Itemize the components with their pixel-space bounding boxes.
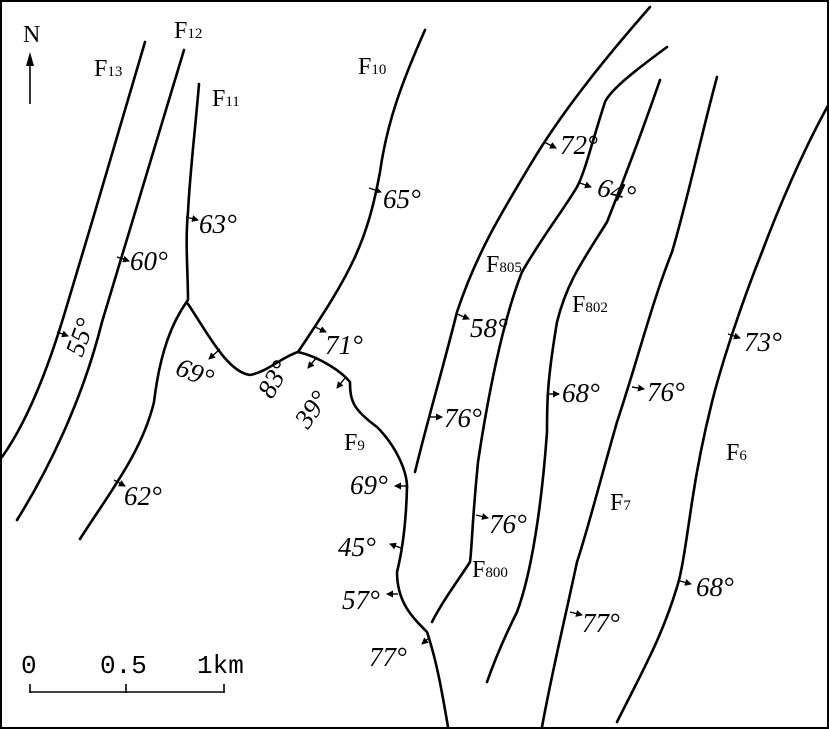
fault-label-f7: F7 bbox=[610, 490, 631, 516]
north-arrow-icon bbox=[26, 52, 34, 66]
fault-label-f800: F800 bbox=[472, 557, 508, 583]
dip-arrow-62 bbox=[113, 479, 126, 487]
dip-arrow-64 bbox=[579, 181, 592, 189]
dip-label-57: 57° bbox=[342, 585, 380, 615]
fault-label-f10: F10 bbox=[358, 54, 386, 80]
dip-label-73: 73° bbox=[744, 327, 782, 357]
dip-label-58: 58° bbox=[470, 313, 508, 343]
dip-arrow-77-bottom bbox=[421, 636, 431, 645]
dip-label-76-f7: 76° bbox=[647, 377, 685, 407]
dip-arrow-83 bbox=[307, 356, 318, 369]
scale-label-half: 0.5 bbox=[100, 651, 147, 681]
dip-arrow-73 bbox=[727, 332, 741, 340]
dip-arrow-72 bbox=[543, 141, 557, 149]
fault-label-f9: F9 bbox=[344, 430, 365, 456]
fault-label-f11: F11 bbox=[212, 86, 240, 112]
dip-arrow-39 bbox=[336, 377, 346, 389]
fault-line-f805 bbox=[413, 5, 652, 474]
fault-line-f10 bbox=[296, 28, 427, 354]
dip-label-76-left: 76° bbox=[444, 403, 482, 433]
dip-arrow-65 bbox=[368, 186, 382, 194]
dip-arrow-55 bbox=[56, 330, 69, 338]
dip-label-77-bottom: 77° bbox=[369, 642, 407, 672]
dip-label-64: 64° bbox=[594, 172, 638, 211]
dip-arrow-45 bbox=[389, 542, 402, 550]
dip-arrow-60 bbox=[116, 255, 130, 263]
dip-label-63: 63° bbox=[199, 209, 237, 239]
dip-label-60: 60° bbox=[130, 246, 168, 276]
fault-line-f800 bbox=[485, 78, 662, 684]
dip-label-45: 45° bbox=[338, 532, 376, 562]
dip-label-71: 71° bbox=[325, 330, 363, 360]
fault-line-f9 bbox=[395, 485, 450, 727]
scale-label-0: 0 bbox=[21, 651, 37, 681]
fault-label-f6: F6 bbox=[726, 440, 747, 466]
dip-arrow-71 bbox=[314, 326, 327, 333]
dip-arrow-63 bbox=[185, 215, 199, 222]
north-arrow: N bbox=[23, 22, 40, 104]
fault-label-f805: F805 bbox=[486, 252, 522, 278]
dip-label-39: 39° bbox=[288, 385, 335, 434]
dip-label-72: 72° bbox=[560, 130, 598, 160]
fault-line-f802 bbox=[430, 45, 669, 624]
fault-line-f12 bbox=[15, 48, 186, 522]
dip-arrow-76-f802 bbox=[475, 513, 489, 520]
north-label: N bbox=[23, 22, 40, 48]
dip-label-65: 65° bbox=[383, 184, 421, 214]
fault-label-f13: F13 bbox=[94, 56, 122, 82]
scale-bar: 0 0.5 1km bbox=[21, 651, 244, 693]
dip-label-69-left: 69° bbox=[172, 352, 218, 394]
dip-label-76-f802: 76° bbox=[489, 509, 527, 539]
fault-line-f6 bbox=[615, 104, 827, 724]
scale-label-1km: 1km bbox=[197, 651, 244, 681]
dip-label-83: 83° bbox=[251, 355, 296, 403]
dip-arrow-77-f7 bbox=[569, 610, 583, 617]
dip-arrow-69-left bbox=[208, 348, 221, 360]
dip-label-69-mid: 69° bbox=[350, 470, 388, 500]
dip-label-77-f7: 77° bbox=[582, 608, 620, 638]
dip-arrow-58 bbox=[456, 313, 470, 320]
fault-label-f802: F802 bbox=[572, 292, 608, 318]
dip-label-68-f800: 68° bbox=[562, 378, 600, 408]
dip-label-68-f6: 68° bbox=[696, 572, 734, 602]
dip-arrow-68-f6 bbox=[679, 579, 692, 586]
fault-label-f12: F12 bbox=[174, 18, 202, 44]
dip-arrow-76-f7 bbox=[631, 384, 645, 392]
fault-line-f7 bbox=[540, 75, 719, 727]
fault-line-f11 bbox=[78, 82, 201, 541]
dip-label-62: 62° bbox=[124, 481, 162, 511]
fault-line-f9-cross bbox=[186, 302, 409, 489]
fault-line-f13 bbox=[2, 40, 147, 459]
